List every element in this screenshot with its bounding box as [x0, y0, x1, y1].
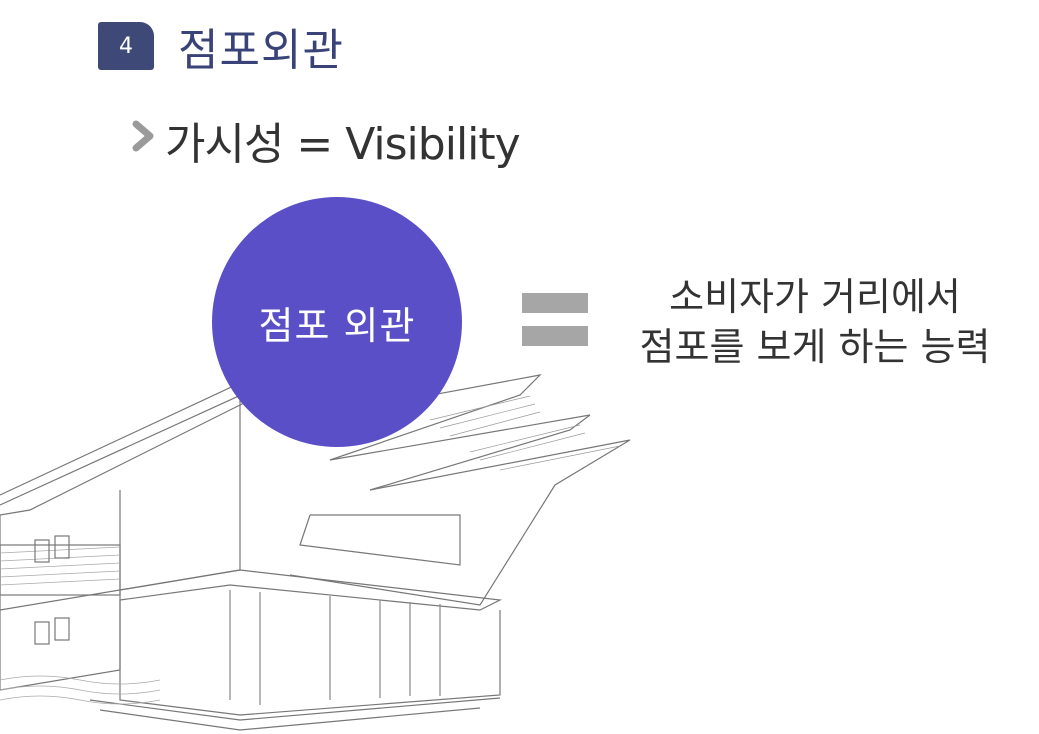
store-exterior-circle: 점포 외관	[212, 197, 462, 447]
description: 소비자가 거리에서 점포를 보게 하는 능력	[600, 272, 1030, 372]
section-number: 4	[119, 33, 133, 59]
description-line-2: 점포를 보게 하는 능력	[639, 325, 991, 369]
description-line-1: 소비자가 거리에서	[669, 275, 961, 319]
section-number-badge: 4	[98, 22, 154, 70]
equals-sign-top-bar	[522, 293, 588, 313]
chevron-right-icon	[132, 120, 154, 152]
section-title: 점포외관	[178, 25, 344, 76]
building-sketch-image	[0, 354, 631, 731]
subtitle: 가시성 = Visibility	[165, 119, 521, 170]
equals-sign-bottom-bar	[522, 326, 588, 346]
circle-label: 점포 외관	[258, 303, 416, 348]
